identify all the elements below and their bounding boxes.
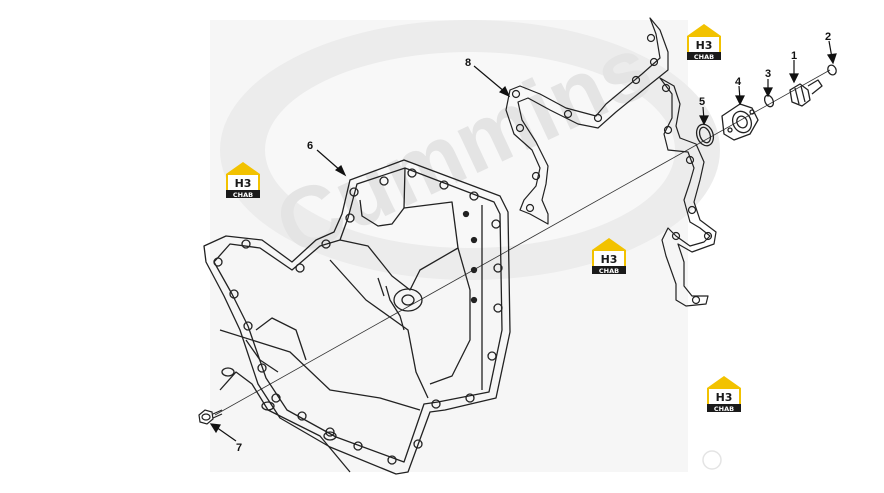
bolt: [198, 409, 223, 425]
sensor-fitting: [789, 79, 823, 107]
logo-text-top: H3: [601, 253, 618, 266]
callout-arrows: [209, 40, 837, 442]
logo-bottom-right: H3 CHAB: [707, 376, 741, 413]
logo-text-bottom: CHAB: [714, 405, 734, 413]
logo-text-top: H3: [716, 391, 733, 404]
watermark: Cummins: [210, 16, 722, 472]
logo-text-bottom: CHAB: [694, 53, 714, 61]
callout-labels: 1 2 3 4 5 6 7 8: [236, 31, 831, 454]
callout-5: 5: [699, 96, 705, 108]
logo-text-bottom: CHAB: [599, 267, 619, 275]
logo-left: H3 CHAB: [226, 162, 260, 199]
callout-1: 1: [791, 50, 797, 62]
logo-text-bottom: CHAB: [233, 191, 253, 199]
callout-7: 7: [236, 442, 242, 454]
gear-housing-cover: [203, 159, 511, 475]
callout-4: 4: [735, 76, 742, 88]
gasket: [505, 17, 717, 307]
callout-6: 6: [307, 140, 313, 152]
callout-3: 3: [765, 68, 771, 80]
callout-2: 2: [825, 31, 831, 43]
logo-text-top: H3: [696, 39, 713, 52]
callout-8: 8: [465, 57, 471, 69]
o-ring-large: [695, 123, 715, 147]
flange-housing: [721, 103, 759, 141]
o-ring-small: [763, 94, 775, 108]
assembly-axis-line: [214, 69, 831, 416]
logo-top-right: H3 CHAB: [687, 24, 721, 61]
logo-center: H3 CHAB: [592, 238, 626, 275]
o-ring-tiny: [827, 64, 837, 76]
logo-text-top: H3: [235, 177, 252, 190]
